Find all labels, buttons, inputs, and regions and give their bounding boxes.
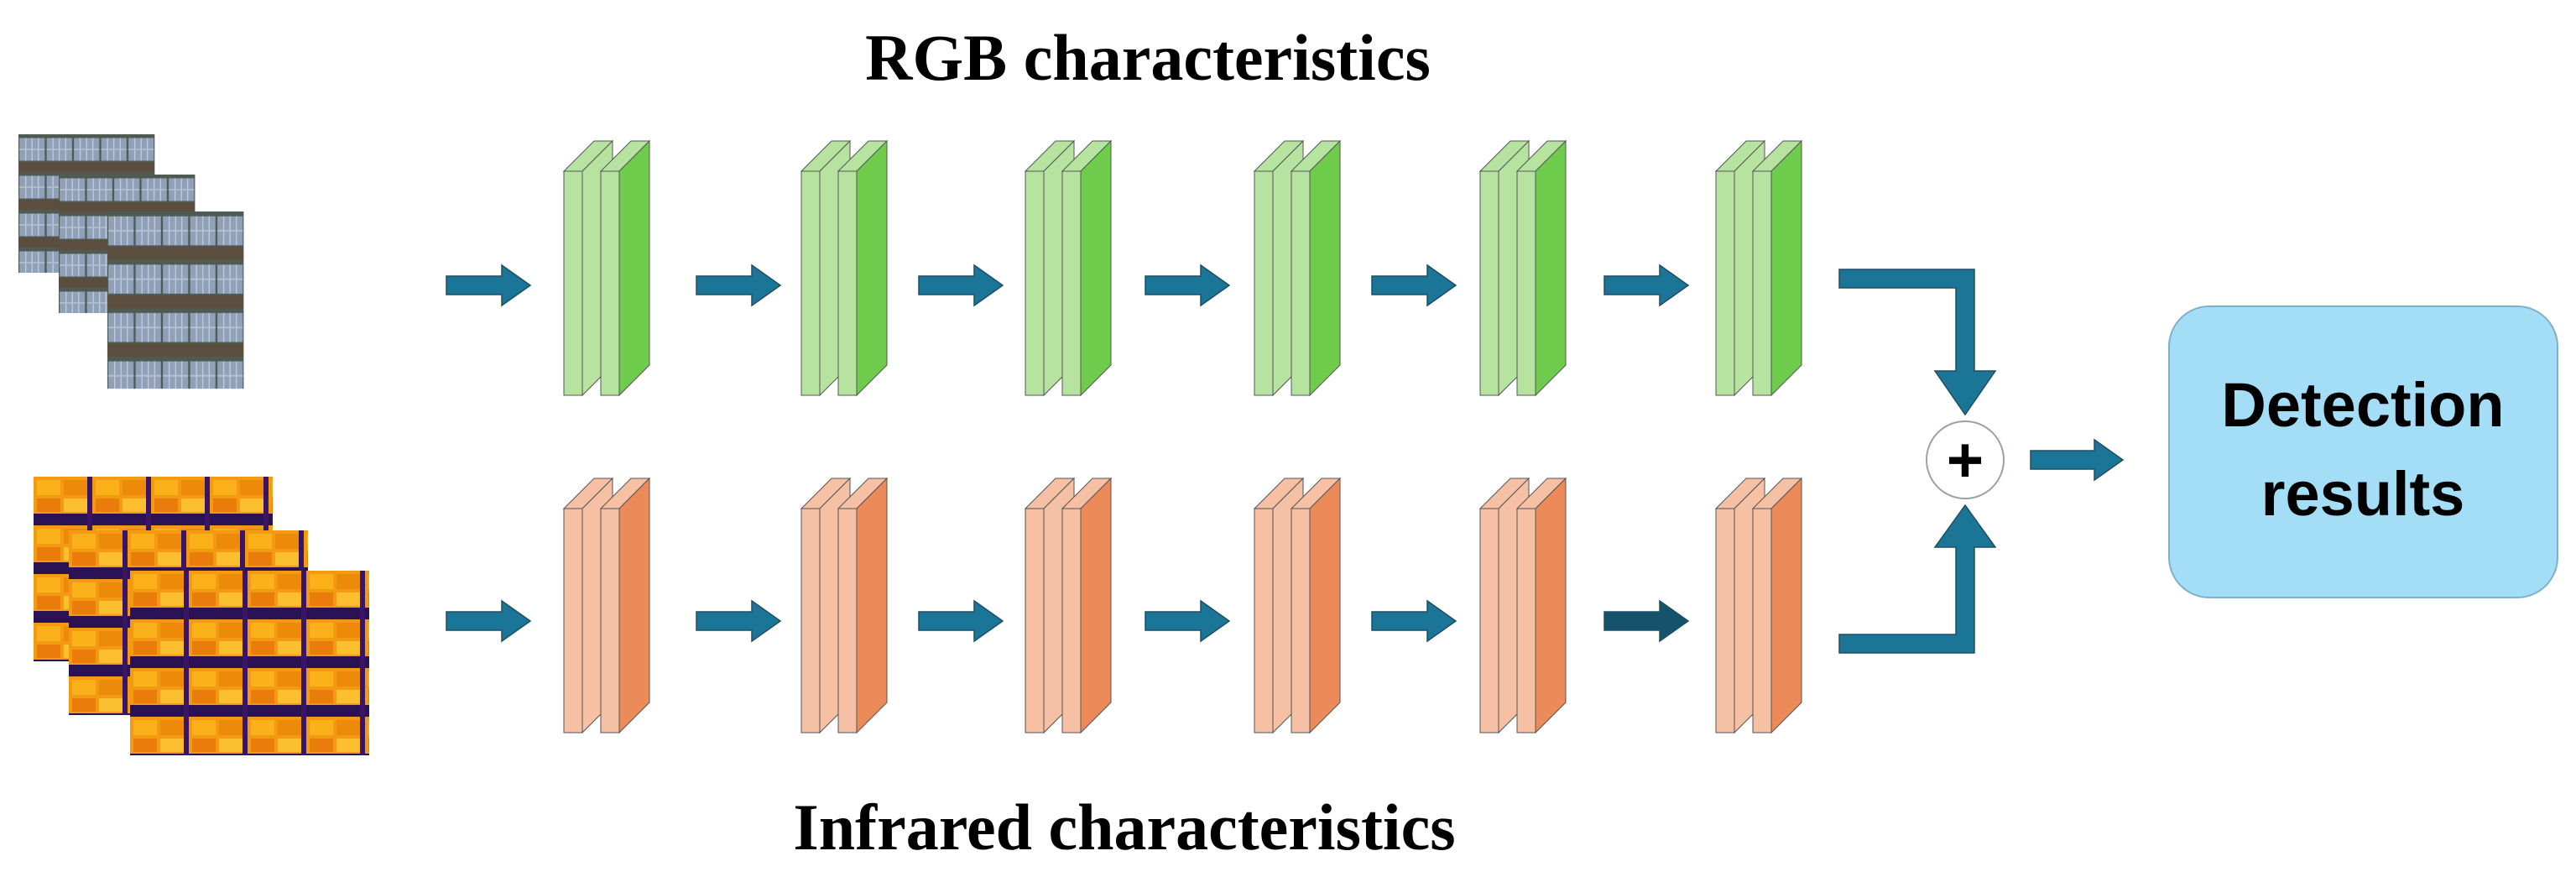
infrared-layer-6-front-plate xyxy=(1751,477,1803,734)
merge-connectors xyxy=(1838,269,1997,654)
output-arrow xyxy=(2030,438,2125,482)
rgb-layer-2-front-plate xyxy=(837,139,889,397)
rgb-arrow-2 xyxy=(696,264,782,307)
rgb-layer-3 xyxy=(1024,139,1113,397)
infrared-characteristics-title: Infrared characteristics xyxy=(793,791,1455,864)
rgb-layer-5 xyxy=(1478,139,1567,397)
infrared-layer-6 xyxy=(1714,477,1803,734)
infrared-layer-4-front-plate xyxy=(1290,477,1342,734)
output-arrow-shape xyxy=(2030,438,2125,482)
rgb-layer-6-front-plate xyxy=(1751,139,1803,397)
fusion-node: + xyxy=(1926,420,2005,499)
detection-results-line1: Detection xyxy=(2221,370,2504,440)
fusion-circle xyxy=(1926,420,2005,499)
infrared-arrow-4 xyxy=(1145,599,1231,643)
infrared-layer-1 xyxy=(562,477,651,734)
detection-results-box: Detection results xyxy=(2168,305,2558,598)
rgb-layer-1 xyxy=(562,139,651,397)
rgb-branch-layers xyxy=(562,139,1803,397)
infrared-layer-2 xyxy=(800,477,889,734)
rgb-layer-4 xyxy=(1253,139,1342,397)
rgb-layer-4-front-plate xyxy=(1290,139,1342,397)
infrared-branch-arrows xyxy=(446,599,1690,643)
rgb-arrow-1 xyxy=(446,264,532,307)
rgb-layer-1-front-plate xyxy=(599,139,651,397)
rgb-arrow-4 xyxy=(1145,264,1231,307)
infrared-arrow-6 xyxy=(1603,599,1690,643)
infrared-layer-5-front-plate xyxy=(1515,477,1567,734)
rgb-layer-5-front-plate xyxy=(1515,139,1567,397)
infrared-layer-3 xyxy=(1024,477,1113,734)
rgb-arrow-3 xyxy=(918,264,1004,307)
thermal-image-stack xyxy=(34,477,369,755)
rgb-layer-2 xyxy=(800,139,889,397)
rgb-arrow-6 xyxy=(1603,264,1690,307)
infrared-layer-3-front-plate xyxy=(1061,477,1113,734)
infrared-arrow-5 xyxy=(1371,599,1457,643)
infrared-arrow-1 xyxy=(446,599,532,643)
infrared-layer-2-front-plate xyxy=(837,477,889,734)
rgb-characteristics-title: RGB characteristics xyxy=(865,21,1431,94)
infrared-arrow-2 xyxy=(696,599,782,643)
infrared-branch-layers xyxy=(562,477,1803,734)
detection-results-background xyxy=(2168,305,2558,598)
rgb-arrow-5 xyxy=(1371,264,1457,307)
rgb-branch-arrows xyxy=(446,264,1690,307)
rgb-image-stack xyxy=(18,134,244,389)
rgb-layer-6 xyxy=(1714,139,1803,397)
infrared-layer-5 xyxy=(1478,477,1567,734)
plus-icon: + xyxy=(1947,425,1984,496)
infrared-arrow-3 xyxy=(918,599,1004,643)
infrared-merge-connector xyxy=(1838,504,1997,654)
infrared-layer-4 xyxy=(1253,477,1342,734)
detection-results-line2: results xyxy=(2261,459,2465,529)
rgb-layer-3-front-plate xyxy=(1061,139,1113,397)
rgb-merge-connector xyxy=(1838,269,1997,416)
infrared-layer-1-front-plate xyxy=(599,477,651,734)
